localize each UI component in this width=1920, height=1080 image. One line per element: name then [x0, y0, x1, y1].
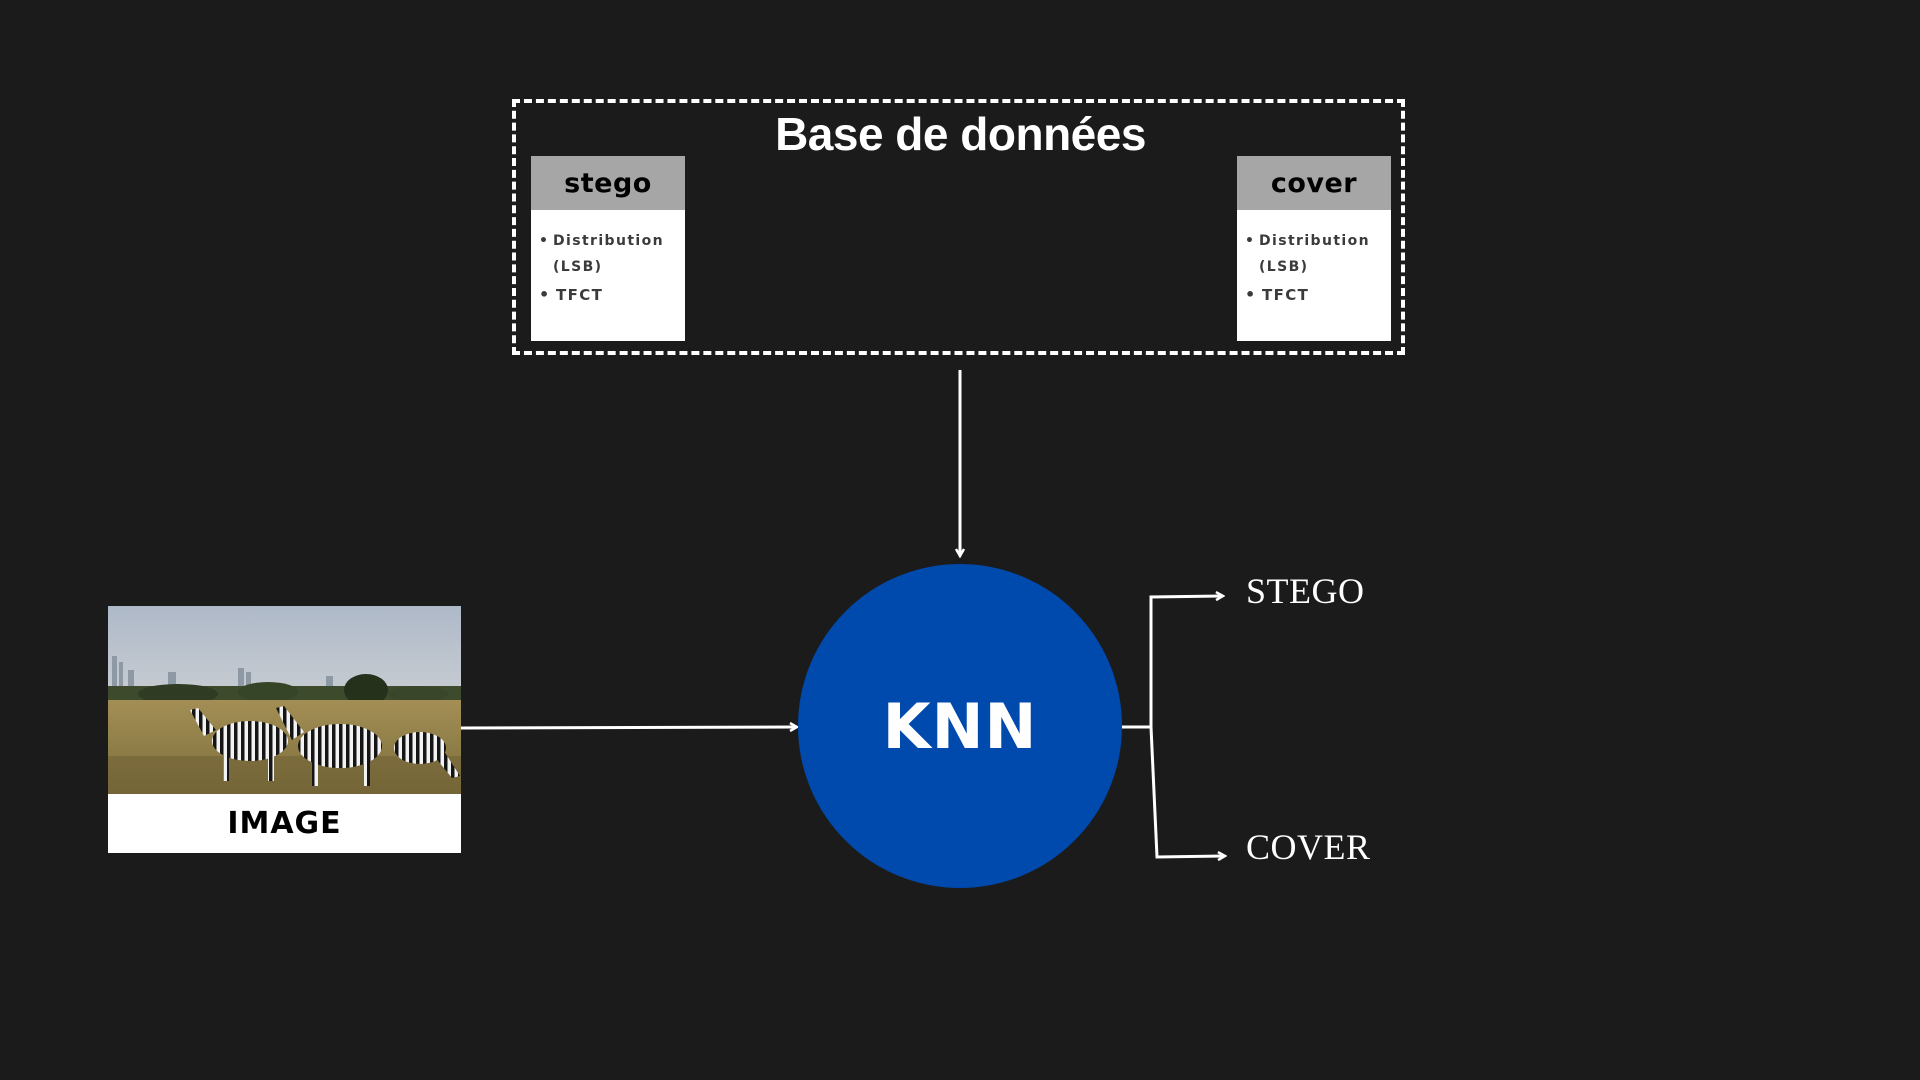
cover-feature-distribution: Distribution(LSB): [1245, 228, 1385, 280]
input-image-card: IMAGE: [108, 606, 461, 853]
output-stego-label: STEGO: [1246, 571, 1365, 611]
cover-feature-tfct: TFCT: [1245, 282, 1385, 308]
database-frame: [512, 99, 1405, 355]
stego-feature-tfct: TFCT: [539, 282, 679, 308]
zebra-photo: [108, 606, 461, 794]
stego-table-header: stego: [531, 156, 685, 210]
cover-feature-list: Distribution(LSB) TFCT: [1237, 210, 1391, 308]
database-title: Base de données: [775, 108, 1146, 160]
knn-node: KNN: [798, 564, 1122, 888]
stego-feature-distribution: Distribution(LSB): [539, 228, 679, 280]
image-label: IMAGE: [227, 806, 342, 841]
cover-table-header: cover: [1237, 156, 1391, 210]
stego-table: stego Distribution(LSB) TFCT: [531, 156, 685, 341]
knn-to-stego-arrow: [1122, 596, 1222, 729]
cover-table: cover Distribution(LSB) TFCT: [1237, 156, 1391, 341]
knn-to-cover-arrow: [1149, 726, 1224, 857]
output-cover-label: COVER: [1246, 827, 1371, 867]
image-to-knn-arrow: [460, 727, 796, 728]
knn-label: KNN: [882, 689, 1038, 763]
stego-feature-list: Distribution(LSB) TFCT: [531, 210, 685, 308]
